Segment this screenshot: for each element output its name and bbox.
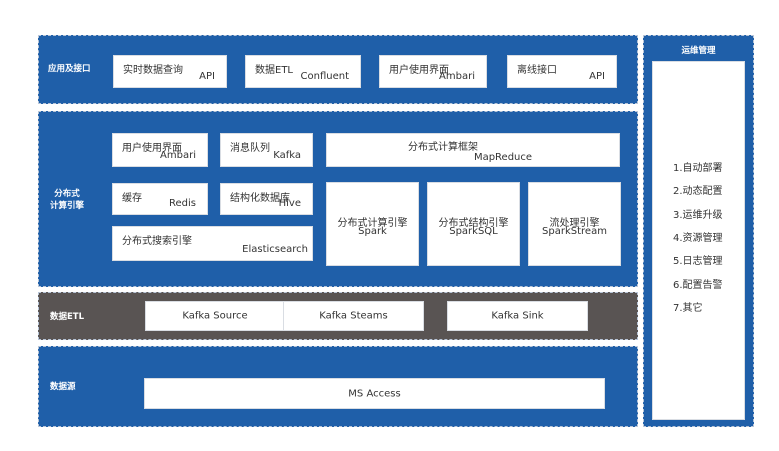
box-sublabel: Redis [169, 198, 196, 209]
mapreduce-framework-box: 分布式计算框架 MapReduce [326, 133, 620, 167]
realtime-query-api-box: 实时数据查询 API [113, 55, 227, 88]
ops-management-panel: 运维管理 1.自动部署 2.动态配置 3.运维升级 4.资源管理 5.日志管理 … [643, 35, 754, 427]
box-label: 用户使用界面 [389, 65, 449, 76]
box-sublabel: Elasticsearch [242, 244, 308, 255]
source-layer-title: 数据源 [50, 382, 76, 392]
ms-access-box: MS Access [144, 378, 605, 409]
box-label: 数据ETL [255, 65, 293, 76]
box-sublabel: Spark [358, 226, 387, 237]
box-sublabel: Kafka [273, 150, 301, 161]
box-label: 实时数据查询 [123, 65, 183, 76]
kafka-source-box: Kafka Source [145, 301, 285, 331]
cache-redis-box: 缓存 Redis [112, 183, 208, 215]
box-label: 缓存 [122, 193, 142, 204]
sparksql-engine-box: 分布式结构引擎 SparkSQL [427, 182, 520, 266]
compute-layer-title-line1: 分布式 [54, 189, 80, 199]
box-sublabel: API [589, 71, 605, 82]
ops-list: 1.自动部署 2.动态配置 3.运维升级 4.资源管理 5.日志管理 6.配置告… [653, 62, 744, 419]
compute-layer-title: 分布式 计算引擎 [50, 188, 84, 212]
ops-list-box: 1.自动部署 2.动态配置 3.运维升级 4.资源管理 5.日志管理 6.配置告… [652, 61, 745, 420]
box-label: 消息队列 [230, 143, 270, 154]
ops-item-upgrade: 3.运维升级 [673, 210, 723, 221]
ops-item-dynamic-config: 2.动态配置 [673, 186, 723, 197]
box-label: 分布式计算引擎 [337, 218, 408, 229]
box-label: MS Access [348, 388, 401, 399]
data-etl-confluent-box: 数据ETL Confluent [245, 55, 361, 88]
application-layer: 应用及接口 实时数据查询 API 数据ETL Confluent 用户使用界面 … [38, 35, 638, 104]
ops-item-resource-mgmt: 4.资源管理 [673, 233, 723, 244]
compute-layer-title-line2: 计算引擎 [50, 201, 85, 211]
box-label: Kafka Source [182, 310, 248, 322]
box-sublabel: API [199, 71, 215, 82]
structured-db-hive-box: 结构化数据库 Hive [220, 183, 313, 215]
kafka-streams-box: Kafka Steams [283, 301, 424, 331]
spark-engine-box: 分布式计算引擎 Spark [326, 182, 419, 266]
user-ui-ambari-box: 用户使用界面 Ambari [379, 55, 487, 88]
box-sublabel: MapReduce [473, 152, 533, 163]
box-sublabel: Confluent [300, 71, 350, 82]
box-sublabel: Hive [278, 198, 301, 209]
ops-item-log-mgmt: 5.日志管理 [673, 256, 723, 267]
box-label: 分布式搜索引擎 [122, 236, 192, 247]
box-sublabel: SparkSQL [449, 226, 498, 237]
etl-layer-title: 数据ETL [50, 312, 85, 322]
search-engine-elasticsearch-box: 分布式搜索引擎 Elasticsearch [112, 226, 313, 261]
stream-engine-box: 流处理引擎 SparkStream [528, 182, 621, 266]
message-queue-kafka-box: 消息队列 Kafka [220, 133, 313, 167]
box-label: Kafka Steams [319, 310, 388, 322]
kafka-sink-box: Kafka Sink [447, 301, 588, 331]
ui-ambari-box: 用户使用界面 Ambari [112, 133, 208, 167]
compute-engine-layer: 分布式 计算引擎 用户使用界面 Ambari 消息队列 Kafka 分布式计算框… [38, 111, 638, 287]
application-layer-title: 应用及接口 [48, 64, 91, 74]
offline-api-box: 离线接口 API [507, 55, 617, 88]
box-label: 流处理引擎 [549, 218, 600, 229]
data-etl-layer: 数据ETL Kafka Source Kafka Steams Kafka Si… [38, 292, 638, 340]
box-label: Kafka Sink [491, 310, 544, 322]
ops-item-alert-config: 6.配置告警 [673, 280, 723, 291]
box-label: 用户使用界面 [122, 143, 182, 154]
box-sublabel: Ambari [160, 150, 196, 161]
box-label: 离线接口 [517, 65, 557, 76]
box-label: 分布式结构引擎 [438, 218, 509, 229]
ops-title: 运维管理 [681, 46, 716, 56]
box-label: 结构化数据库 [230, 193, 290, 204]
box-sublabel: SparkStream [542, 226, 607, 237]
ops-item-other: 7.其它 [673, 303, 703, 314]
box-label: 分布式计算框架 [408, 142, 478, 153]
data-source-layer: 数据源 MS Access [38, 346, 638, 427]
ops-item-auto-deploy: 1.自动部署 [673, 163, 723, 174]
box-sublabel: Ambari [439, 71, 475, 82]
